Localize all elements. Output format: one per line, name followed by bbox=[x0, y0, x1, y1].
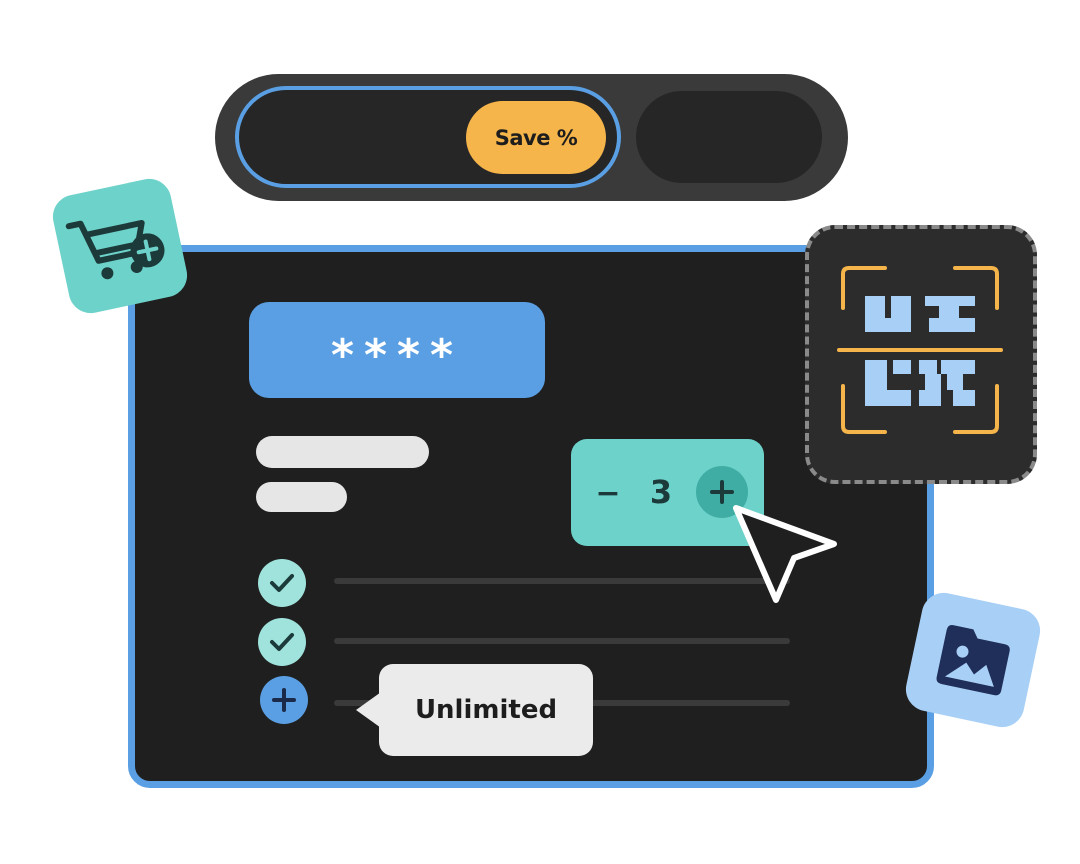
plus-icon bbox=[272, 688, 296, 712]
text-placeholder-short bbox=[256, 482, 347, 512]
image-folder-icon bbox=[936, 625, 1010, 696]
cart-add-tile[interactable] bbox=[48, 174, 192, 318]
save-percent-badge[interactable]: Save % bbox=[466, 101, 606, 174]
text-placeholder-long bbox=[256, 436, 429, 468]
plus-icon bbox=[710, 480, 734, 504]
checkmark-icon bbox=[270, 633, 294, 651]
password-field[interactable]: **** bbox=[249, 302, 545, 398]
qr-code-scan-icon bbox=[837, 266, 1003, 434]
unlimited-tooltip: Unlimited bbox=[379, 664, 593, 756]
tooltip-arrow bbox=[356, 690, 384, 730]
feature-check-1 bbox=[258, 559, 306, 607]
quantity-value: 3 bbox=[649, 473, 673, 511]
feature-check-2 bbox=[258, 618, 306, 666]
decrement-button[interactable]: − bbox=[595, 475, 621, 511]
mouse-cursor-icon bbox=[733, 505, 837, 603]
image-upload-tile[interactable] bbox=[901, 588, 1045, 732]
feature-line-1 bbox=[334, 578, 790, 584]
feature-line-2 bbox=[334, 638, 790, 644]
billing-option-right[interactable] bbox=[636, 91, 822, 183]
shopping-cart-add-icon bbox=[65, 219, 165, 280]
feature-add-button[interactable] bbox=[260, 676, 308, 724]
checkmark-icon bbox=[270, 574, 294, 592]
